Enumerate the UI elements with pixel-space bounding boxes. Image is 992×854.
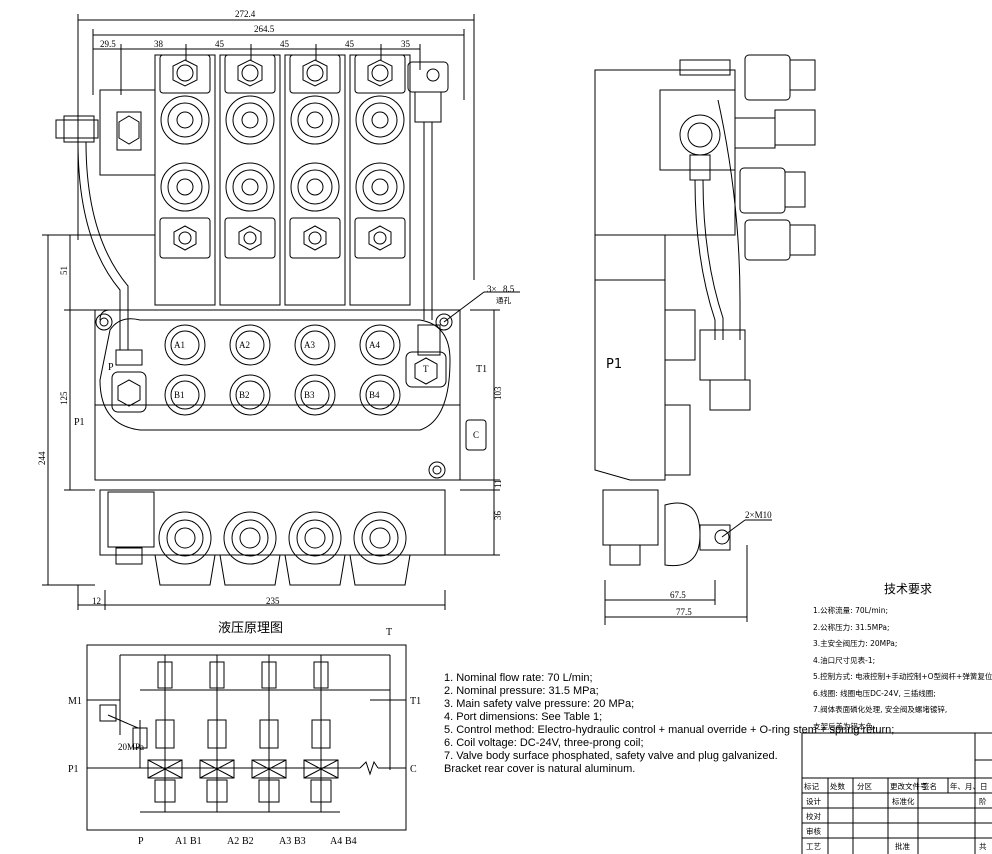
tb-approve: 批准 (895, 841, 910, 851)
dim-height-103: 103 (493, 386, 503, 400)
tech-item: 6.线圈: 线圈电压DC-24V, 三插线圈; (813, 688, 936, 698)
port-p-label: P (108, 362, 114, 373)
port-a4: A4 (369, 340, 380, 350)
title-block (801, 732, 992, 854)
dim-height-11: 11 (493, 479, 503, 488)
dim-pitch-5: 35 (401, 39, 411, 49)
note-item: 5. Control method: Electro-hydraulic con… (444, 724, 895, 736)
side-view (594, 54, 816, 625)
port-t-label: T (423, 364, 429, 374)
tb-header-date: 年、月、日 (950, 781, 988, 791)
note-item: 3. Main safety valve pressure: 20 MPa; (444, 698, 635, 710)
dim-offset-left: 29.5 (100, 39, 116, 49)
sch-bottom-a3: A3 (279, 836, 291, 847)
tb-row-process: 工艺 (806, 842, 821, 851)
port-a1: A1 (174, 340, 185, 350)
dim-body-width: 264.5 (254, 24, 275, 34)
tb-header-sign: 签名 (922, 781, 937, 791)
tb-header-zone: 分区 (857, 782, 872, 791)
sch-bottom-b2: B2 (242, 836, 254, 847)
dim-height-51: 51 (59, 266, 69, 275)
port-b3: B3 (304, 390, 315, 400)
side-dim-67: 67.5 (670, 590, 686, 600)
dim-pitch-2: 45 (215, 39, 225, 49)
tech-item: 3.主安全阀压力: 20MPa; (813, 639, 898, 648)
sch-label-t: T (386, 627, 392, 638)
sch-relief: 20MPa (118, 742, 144, 752)
sch-label-t1: T1 (410, 696, 421, 707)
sch-bottom-p: P (138, 836, 144, 847)
side-thread-label: 2×M10 (745, 510, 772, 520)
tb-row-design: 设计 (806, 796, 821, 806)
sch-bottom-a2: A2 (227, 836, 239, 847)
dim-pitch-1: 38 (154, 39, 164, 49)
port-p1-label: P1 (74, 417, 85, 428)
schematic-title: 液压原理图 (218, 621, 284, 636)
sch-label-c: C (410, 764, 417, 775)
hydraulic-schematic (86, 644, 407, 831)
tech-item: 4.油口尺寸见表-1; (813, 655, 876, 665)
dim-pitch-3: 45 (280, 39, 290, 49)
sch-bottom-a1: A1 (175, 836, 187, 847)
port-a2: A2 (239, 340, 250, 350)
tb-header-change: 更改文件号 (890, 781, 928, 791)
tb-row-review: 审核 (806, 826, 821, 836)
spool-section (303, 655, 339, 812)
sch-bottom-b3: B3 (294, 836, 306, 847)
port-b4: B4 (369, 390, 380, 400)
tb-total: 共 (979, 842, 987, 851)
note-item: 6. Coil voltage: DC-24V, three-prong coi… (444, 737, 644, 749)
front-view (42, 14, 520, 610)
tech-item: 支架后盖为铝本色. (813, 721, 876, 731)
hole-through: 通孔 (496, 295, 511, 305)
sch-bottom-b1: B1 (190, 836, 202, 847)
port-t1-label: T1 (476, 364, 487, 375)
sch-bottom-a4: A4 (330, 836, 342, 847)
spool-section (199, 655, 235, 812)
port-b2: B2 (239, 390, 250, 400)
tech-item: 2.公称压力: 31.5MPa; (813, 622, 890, 632)
note-item: 4. Port dimensions: See Table 1; (444, 711, 603, 723)
port-b1: B1 (174, 390, 185, 400)
spool-section (251, 655, 287, 812)
dim-height-125: 125 (59, 391, 69, 405)
note-item: 7. Valve body surface phosphated, safety… (444, 750, 778, 762)
tech-item: 1.公称流量: 70L/min; (813, 606, 888, 615)
tech-item: 7.阀体表面磷化处理, 安全阀及螺堵镀锌, (813, 705, 948, 714)
sch-label-p1: P1 (68, 764, 79, 775)
sch-bottom-b4: B4 (345, 836, 357, 847)
port-c-label: C (473, 430, 479, 440)
tech-requirements-list: 1.公称流量: 70L/min; 2.公称压力: 31.5MPa; 3.主安全阀… (813, 603, 992, 735)
dim-overall-width: 272.4 (235, 9, 256, 19)
spool-section (147, 655, 183, 812)
note-item: Bracket rear cover is natural aluminum. (444, 763, 636, 775)
tech-item: 5.控制方式: 电液控制+手动控制+O型阀杆+弹簧复位 (813, 672, 992, 681)
sch-label-m1: M1 (68, 696, 82, 707)
hole-note: 3× (487, 284, 497, 294)
hole-diameter: 8.5 (503, 284, 515, 294)
tb-standard: 标准化 (892, 796, 915, 806)
dim-bottom-235: 235 (266, 596, 280, 606)
dim-bottom-12: 12 (92, 596, 101, 606)
note-item: 2. Nominal pressure: 31.5 MPa; (444, 685, 599, 697)
tb-stage: 阶 (979, 796, 987, 806)
tb-header-count: 处数 (830, 781, 845, 791)
tb-header-mark: 标记 (804, 781, 819, 791)
dim-height-36: 36 (493, 511, 503, 521)
side-p1-label: P1 (606, 357, 622, 372)
side-dim-77: 77.5 (676, 607, 692, 617)
dim-pitch-4: 45 (345, 39, 355, 49)
tech-requirements-title: 技术要求 (884, 582, 933, 596)
dim-height-244: 244 (37, 451, 47, 465)
english-notes: 1. Nominal flow rate: 70 L/min; 2. Nomin… (444, 672, 894, 776)
tb-row-check: 校对 (806, 811, 821, 821)
note-item: 1. Nominal flow rate: 70 L/min; (444, 672, 593, 684)
port-a3: A3 (304, 340, 315, 350)
